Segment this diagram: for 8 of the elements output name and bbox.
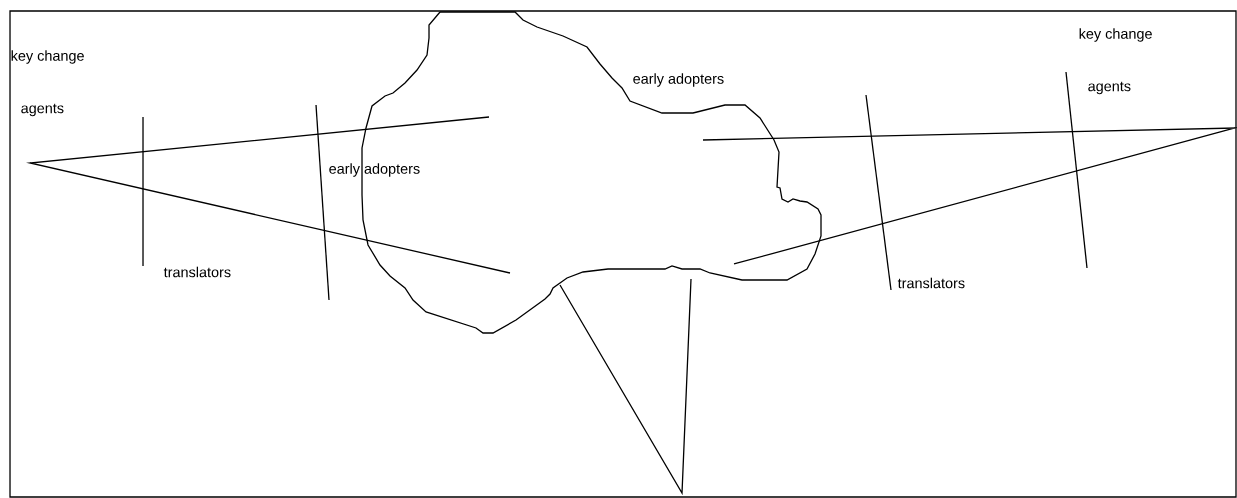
label: early adopters xyxy=(329,163,420,177)
label: key change xyxy=(1079,28,1152,42)
label: translators xyxy=(163,266,231,278)
label: translators xyxy=(897,277,965,289)
label: early adopters xyxy=(633,73,724,87)
label: agents xyxy=(21,103,64,117)
label: agents xyxy=(1088,81,1131,95)
label: key change xyxy=(11,50,84,64)
